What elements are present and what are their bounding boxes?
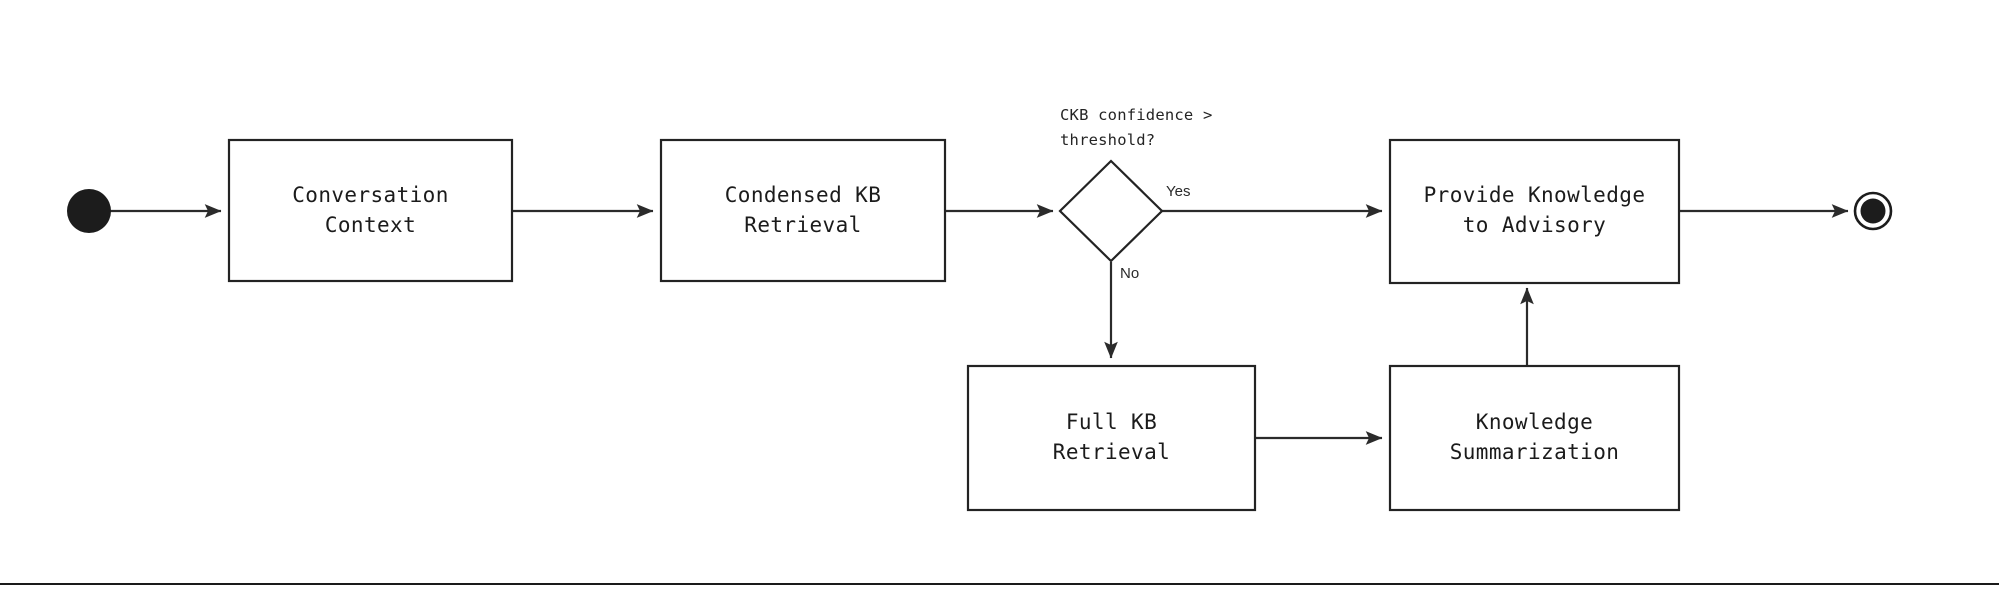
provide-knowledge-label-line2: to Advisory: [1463, 213, 1606, 237]
condensed-kb-retrieval-label-line1: Condensed KB: [725, 183, 882, 207]
knowledge-summarization-label-line1: Knowledge: [1476, 410, 1593, 434]
node-decision-ckb-confidence[interactable]: [1058, 159, 1164, 263]
full-kb-retrieval-label-line2: Retrieval: [1053, 440, 1170, 464]
knowledge-summarization-box: [1388, 364, 1681, 512]
node-end[interactable]: [1853, 191, 1893, 231]
decision-caption-line1: CKB confidence >: [1060, 106, 1213, 124]
full-kb-retrieval-label-line1: Full KB: [1066, 410, 1157, 434]
node-conversation-context[interactable]: Conversation Context: [227, 138, 514, 283]
full-kb-retrieval-box: [966, 364, 1257, 512]
edge-layer: [110, 204, 1849, 445]
branch-label-no: No: [1120, 265, 1139, 282]
condensed-kb-retrieval-box: [659, 138, 947, 283]
node-provide-knowledge-to-advisory[interactable]: Provide Knowledge to Advisory: [1388, 138, 1681, 285]
provide-knowledge-box: [1388, 138, 1681, 285]
node-start[interactable]: [67, 189, 111, 233]
decision-caption-line2: threshold?: [1060, 131, 1155, 149]
node-condensed-kb-retrieval[interactable]: Condensed KB Retrieval: [659, 138, 947, 283]
node-knowledge-summarization[interactable]: Knowledge Summarization: [1388, 364, 1681, 512]
knowledge-summarization-label-line2: Summarization: [1450, 440, 1620, 464]
end-node-outer-ring: [1853, 191, 1893, 231]
conversation-context-label-line1: Conversation: [292, 183, 449, 207]
conversation-context-box: [227, 138, 514, 283]
provide-knowledge-label-line1: Provide Knowledge: [1424, 183, 1646, 207]
node-full-kb-retrieval[interactable]: Full KB Retrieval: [966, 364, 1257, 512]
start-node-circle: [67, 189, 111, 233]
decision-diamond: [1058, 159, 1164, 263]
branch-label-yes: Yes: [1166, 183, 1190, 200]
end-node-inner-circle: [1860, 198, 1886, 224]
condensed-kb-retrieval-label-line2: Retrieval: [744, 213, 861, 237]
conversation-context-label-line2: Context: [325, 213, 416, 237]
